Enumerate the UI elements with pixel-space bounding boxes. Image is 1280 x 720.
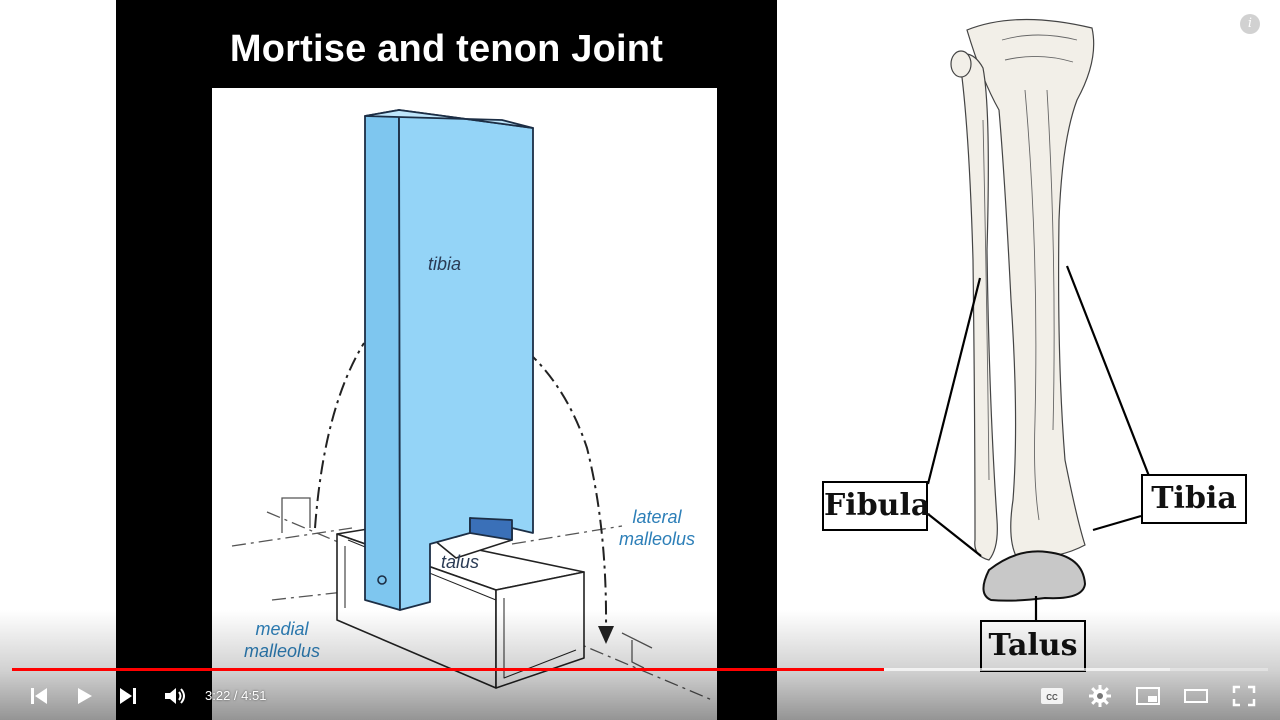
arc-arrowhead — [598, 626, 614, 644]
fullscreen-icon — [1232, 685, 1256, 707]
fibula-label: Fibula — [822, 481, 930, 531]
talus-diagram-label: talus — [441, 552, 480, 572]
theater-mode-icon — [1184, 689, 1208, 703]
info-icon[interactable]: i — [1240, 14, 1260, 34]
slide-title: Mortise and tenon Joint — [229, 28, 664, 70]
gear-icon — [1089, 685, 1111, 707]
lateral-malleolus-line2: malleolus — [618, 529, 696, 549]
progress-bar[interactable] — [12, 668, 1268, 671]
previous-button[interactable] — [22, 680, 56, 712]
lateral-malleolus-label: lateral malleolus — [609, 506, 705, 550]
medial-malleolus-line2: malleolus — [243, 641, 321, 661]
pin-hole — [377, 575, 387, 585]
mortise-tenon-diagram: tibia talus lateral malleolus medial mal… — [212, 88, 717, 720]
anatomy-panel: Fibula Tibia Talus — [777, 0, 1280, 720]
talus-shape — [982, 550, 1087, 602]
play-icon — [78, 688, 92, 704]
tibia-diagram-label: tibia — [428, 254, 462, 274]
svg-text:CC: CC — [1046, 693, 1058, 702]
fullscreen-button[interactable] — [1227, 680, 1261, 712]
tibia-fibula-illustration — [926, 18, 1151, 622]
talus-label: Talus — [980, 620, 1086, 672]
captions-button[interactable]: CC — [1035, 680, 1069, 712]
play-button[interactable] — [67, 680, 101, 712]
miniplayer-icon — [1136, 687, 1160, 705]
diagram-drawing — [231, 109, 713, 701]
skip-next-icon — [120, 688, 136, 704]
theater-mode-button[interactable] — [1179, 680, 1213, 712]
closed-captions-icon: CC — [1041, 688, 1063, 704]
volume-icon — [165, 688, 185, 704]
medial-malleolus-label: medial malleolus — [234, 618, 330, 662]
volume-button[interactable] — [158, 680, 192, 712]
skip-previous-icon — [31, 688, 47, 704]
medial-malleolus-line1: medial — [255, 619, 309, 639]
miniplayer-button[interactable] — [1131, 680, 1165, 712]
settings-button[interactable] — [1083, 680, 1117, 712]
time-display: 3:22 / 4:51 — [205, 688, 267, 703]
next-button[interactable] — [111, 680, 145, 712]
progress-played — [12, 668, 884, 671]
tibia-label: Tibia — [1141, 474, 1247, 524]
lateral-malleolus-line1: lateral — [632, 507, 682, 527]
